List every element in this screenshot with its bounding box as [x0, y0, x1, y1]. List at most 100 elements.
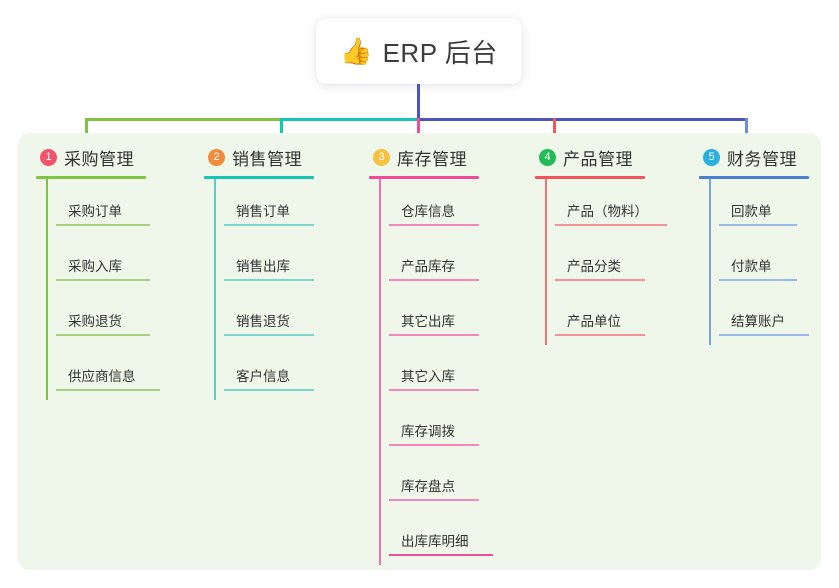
column-header-4[interactable]: 4 产品管理 — [535, 145, 695, 169]
list-item[interactable]: 结算账户 — [709, 289, 839, 344]
leaf-underline — [719, 334, 809, 336]
branch-list-2: 销售订单 销售出库 销售退货 客户信息 — [204, 179, 354, 400]
leaf-underline — [56, 279, 150, 281]
list-item[interactable]: 产品库存 — [379, 234, 519, 289]
leaf-label: 回款单 — [731, 204, 772, 219]
leaf-underline — [389, 224, 479, 226]
leaf-underline — [389, 444, 479, 446]
leaf-label: 产品单位 — [567, 314, 621, 329]
column-badge-2: 2 — [208, 148, 225, 166]
column-header-2[interactable]: 2 销售管理 — [204, 145, 354, 169]
column-header-1[interactable]: 1 采购管理 — [36, 145, 186, 169]
leaf-label: 出库库明细 — [401, 534, 469, 549]
leaf-label: 付款单 — [731, 259, 772, 274]
branch-list-4: 产品（物料） 产品分类 产品单位 — [535, 179, 695, 345]
list-item[interactable]: 库存调拨 — [379, 399, 519, 454]
leaf-underline — [56, 334, 150, 336]
list-item[interactable]: 客户信息 — [214, 344, 354, 399]
list-item[interactable]: 出库库明细 — [379, 509, 519, 564]
list-item[interactable]: 回款单 — [709, 179, 839, 234]
branch-spine-3 — [379, 179, 381, 565]
column-header-3[interactable]: 3 库存管理 — [369, 145, 519, 169]
list-item[interactable]: 采购退货 — [46, 289, 186, 344]
list-item[interactable]: 库存盘点 — [379, 454, 519, 509]
list-item[interactable]: 销售订单 — [214, 179, 354, 234]
list-item[interactable]: 仓库信息 — [379, 179, 519, 234]
column-underline-2 — [204, 176, 314, 179]
leaf-label: 供应商信息 — [68, 369, 136, 384]
connector-bar-segment-2 — [280, 118, 418, 121]
leaf-label: 产品（物料） — [567, 204, 648, 219]
leaf-underline — [56, 224, 150, 226]
leaf-label: 产品库存 — [401, 259, 455, 274]
column-underline-3 — [369, 176, 479, 179]
column-purchasing: 1 采购管理 采购订单 采购入库 采购退货 供应商信息 — [36, 145, 186, 400]
column-badge-3: 3 — [373, 148, 390, 166]
column-inventory: 3 库存管理 仓库信息 产品库存 其它出库 其它入库 库存调拨 — [369, 145, 519, 565]
leaf-underline — [224, 389, 314, 391]
column-sales: 2 销售管理 销售订单 销售出库 销售退货 客户信息 — [204, 145, 354, 400]
leaf-underline — [555, 224, 667, 226]
column-title-1: 采购管理 — [64, 149, 134, 169]
leaf-underline — [555, 334, 645, 336]
list-item[interactable]: 供应商信息 — [46, 344, 186, 399]
leaf-underline — [389, 554, 493, 556]
trunk-line-vertical — [417, 84, 420, 120]
leaf-underline — [555, 279, 645, 281]
leaf-label: 库存调拨 — [401, 424, 455, 439]
leaf-label: 客户信息 — [236, 369, 290, 384]
leaf-label: 结算账户 — [731, 314, 785, 329]
leaf-underline — [224, 224, 314, 226]
column-finance: 5 财务管理 回款单 付款单 结算账户 — [699, 145, 839, 345]
column-underline-4 — [535, 176, 645, 179]
branch-spine-2 — [214, 179, 216, 400]
list-item[interactable]: 销售退货 — [214, 289, 354, 344]
list-item[interactable]: 产品单位 — [545, 289, 695, 344]
thumbs-up-icon: 👍 — [340, 36, 373, 66]
leaf-label: 采购订单 — [68, 204, 122, 219]
branch-list-3: 仓库信息 产品库存 其它出库 其它入库 库存调拨 库存盘点 — [369, 179, 519, 565]
leaf-label: 仓库信息 — [401, 204, 455, 219]
column-badge-4: 4 — [539, 148, 556, 166]
leaf-underline — [719, 224, 797, 226]
connector-bar-segment-3 — [417, 118, 748, 121]
root-node-card[interactable]: 👍 ERP 后台 — [316, 18, 522, 84]
leaf-label: 采购退货 — [68, 314, 122, 329]
list-item[interactable]: 其它出库 — [379, 289, 519, 344]
branch-spine-1 — [46, 179, 48, 400]
leaf-underline — [389, 499, 479, 501]
leaf-label: 库存盘点 — [401, 479, 455, 494]
leaf-underline — [389, 334, 479, 336]
leaf-label: 其它入库 — [401, 369, 455, 384]
list-item[interactable]: 产品分类 — [545, 234, 695, 289]
leaf-label: 销售订单 — [236, 204, 290, 219]
column-badge-5: 5 — [703, 148, 720, 166]
leaf-label: 产品分类 — [567, 259, 621, 274]
list-item[interactable]: 采购订单 — [46, 179, 186, 234]
leaf-underline — [389, 389, 479, 391]
column-title-2: 销售管理 — [232, 149, 302, 169]
column-product: 4 产品管理 产品（物料） 产品分类 产品单位 — [535, 145, 695, 345]
diagram-canvas — [18, 133, 821, 570]
list-item[interactable]: 其它入库 — [379, 344, 519, 399]
list-item[interactable]: 付款单 — [709, 234, 839, 289]
list-item[interactable]: 销售出库 — [214, 234, 354, 289]
leaf-underline — [224, 279, 314, 281]
column-title-3: 库存管理 — [397, 149, 467, 169]
connector-bar-segment-1 — [85, 118, 280, 121]
column-title-5: 财务管理 — [727, 149, 797, 169]
leaf-underline — [719, 279, 797, 281]
column-header-5[interactable]: 5 财务管理 — [699, 145, 839, 169]
list-item[interactable]: 产品（物料） — [545, 179, 695, 234]
branch-spine-5 — [709, 179, 711, 345]
root-node-title: ERP 后台 — [382, 37, 498, 68]
leaf-label: 其它出库 — [401, 314, 455, 329]
list-item[interactable]: 采购入库 — [46, 234, 186, 289]
leaf-underline — [224, 334, 314, 336]
branch-list-1: 采购订单 采购入库 采购退货 供应商信息 — [36, 179, 186, 400]
column-underline-5 — [699, 176, 809, 179]
column-badge-1: 1 — [40, 148, 57, 166]
branch-spine-4 — [545, 179, 547, 345]
leaf-label: 销售退货 — [236, 314, 290, 329]
